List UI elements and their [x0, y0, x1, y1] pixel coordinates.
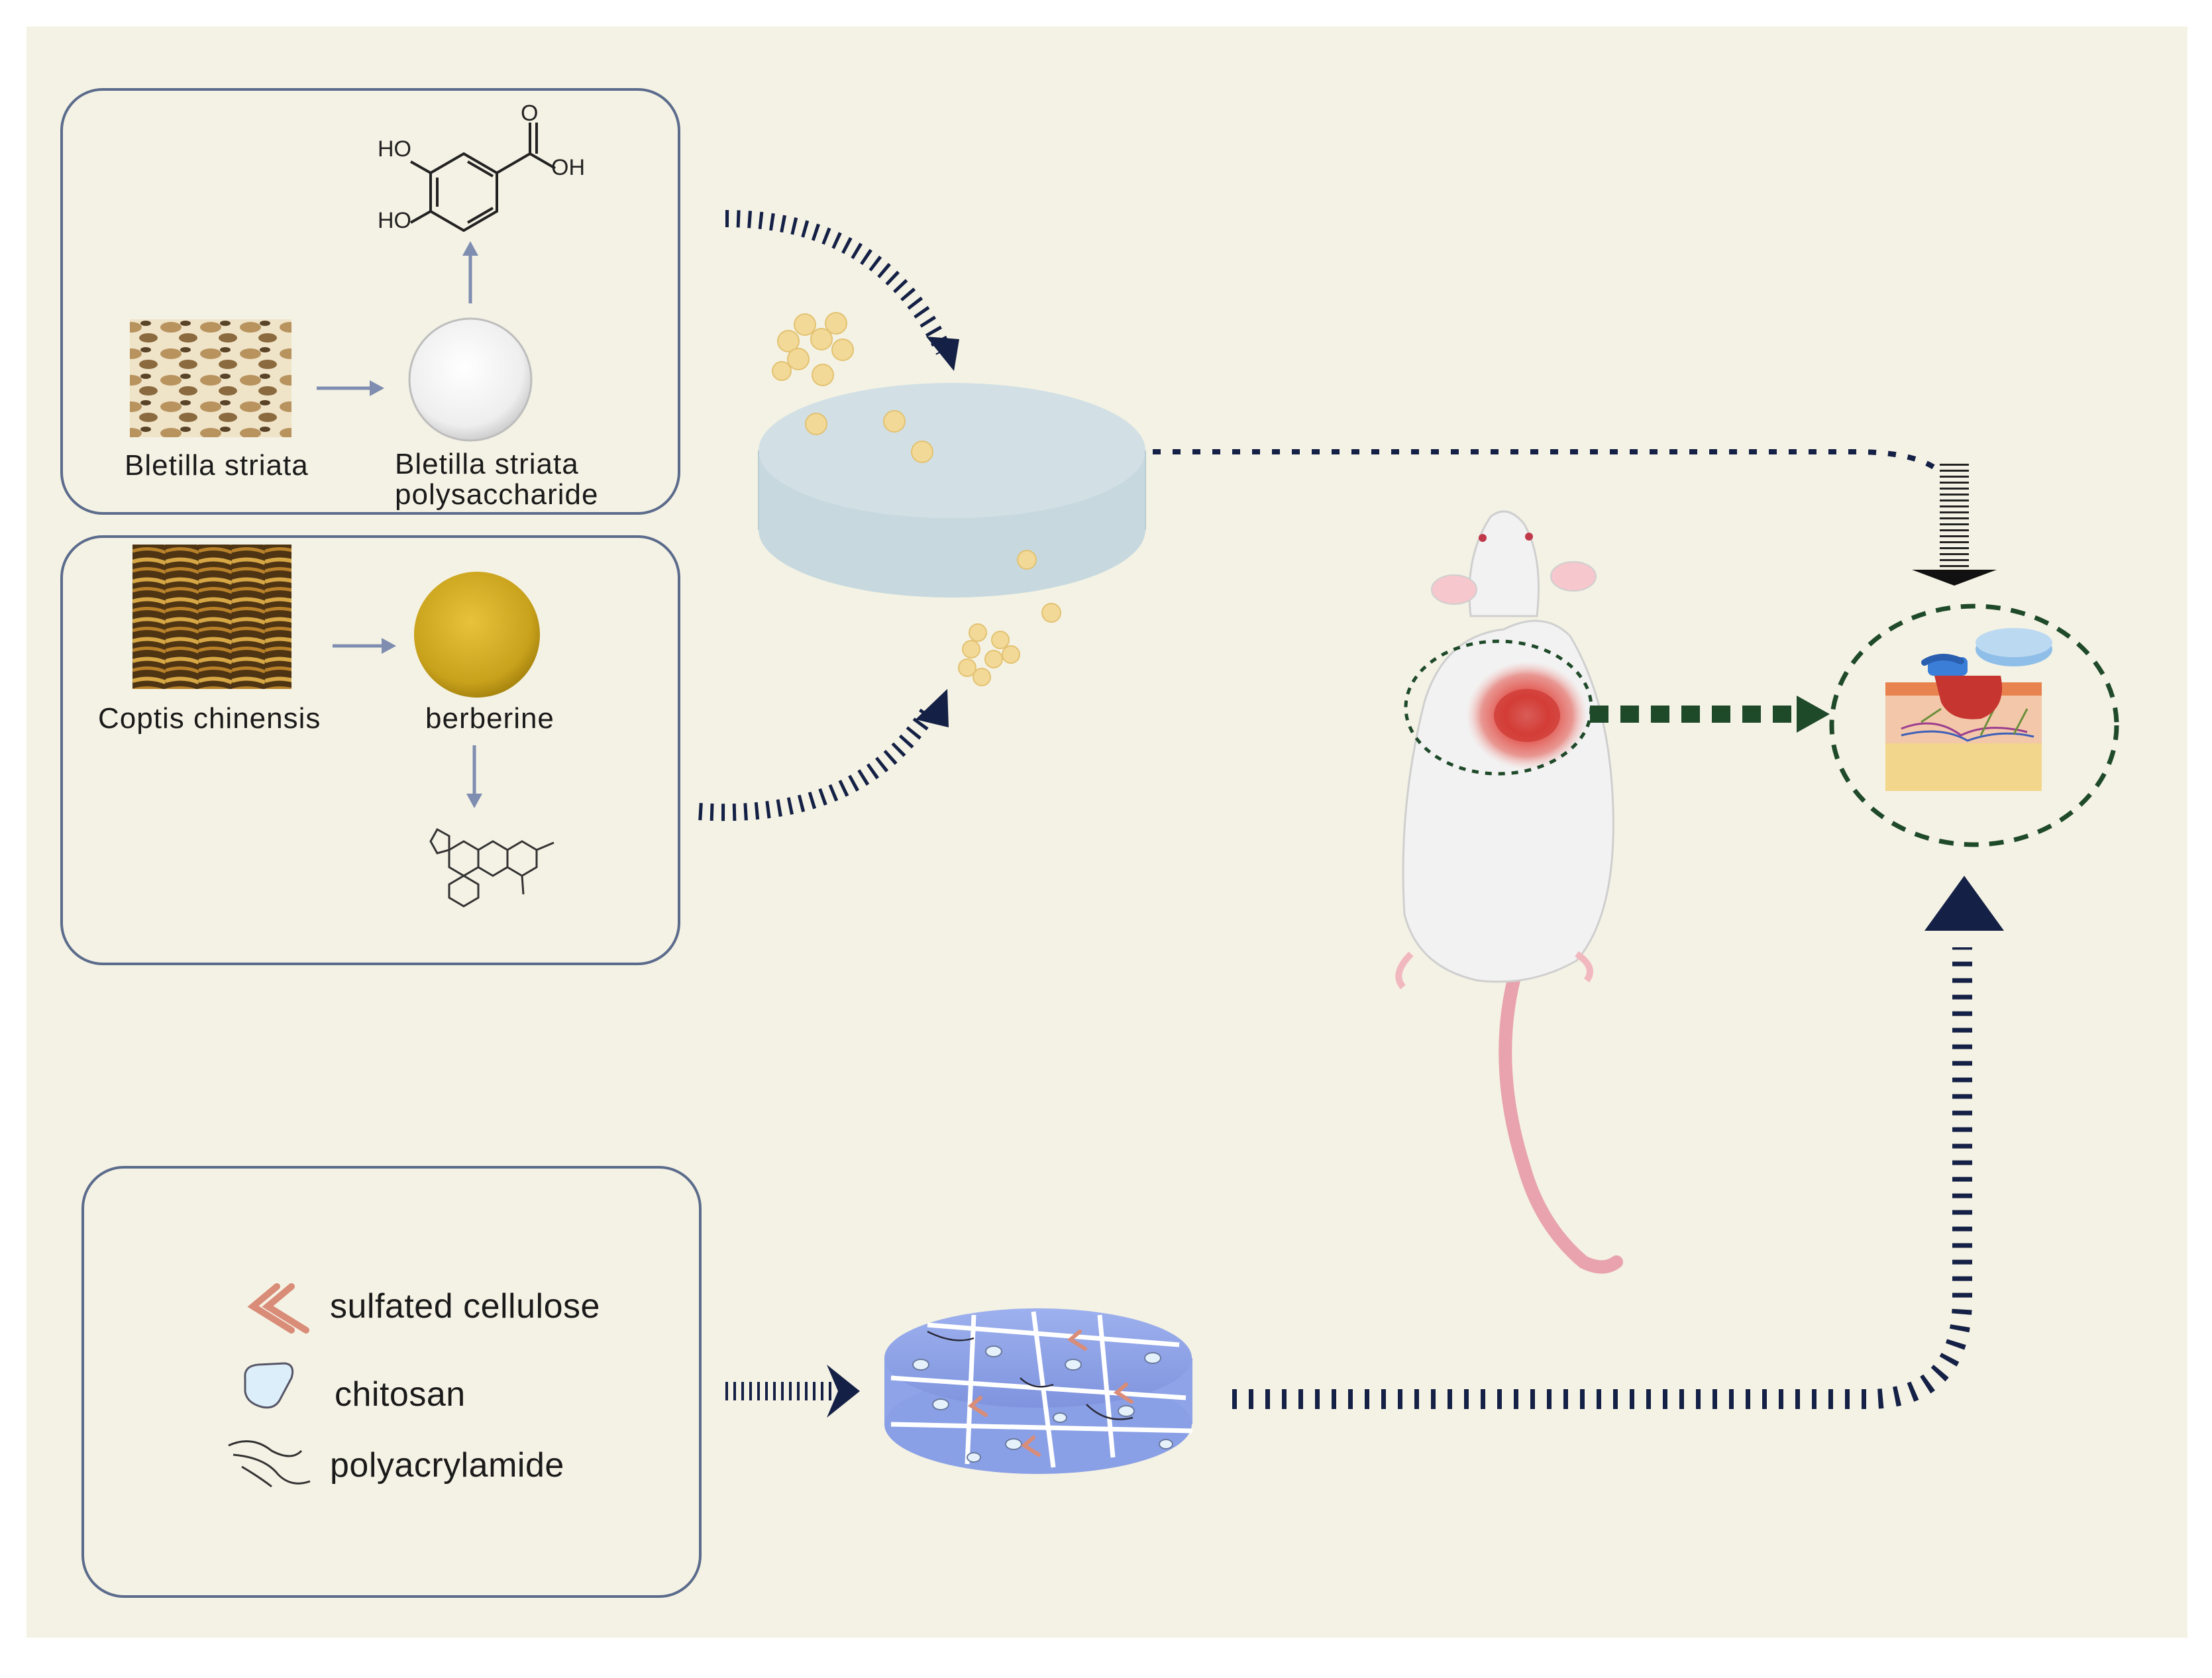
arrow-coptis-to-berberine [333, 638, 396, 654]
legend-sulfated-cellulose: sulfated cellulose [330, 1287, 600, 1326]
protocatechuic-acid-structure [410, 123, 556, 233]
polyacrylamide-icon [228, 1440, 311, 1488]
arrow-bletilla-to-bsp [317, 380, 384, 396]
berberine-powder-icon [414, 572, 540, 698]
hydrogel-disc [884, 1308, 1193, 1474]
arrow-hydrogel-to-skin [1232, 947, 1972, 1409]
berberine-structure [429, 827, 554, 908]
arrowhead-hydrogel-to-skin [1924, 876, 2004, 931]
sulfated-cellulose-icon [247, 1283, 309, 1334]
wound-core [1494, 689, 1560, 742]
beads-on-disc [805, 410, 1061, 623]
coptis-photo-icon [132, 545, 291, 689]
arrowhead-panel1-to-disc [926, 337, 959, 371]
drug-disc [758, 383, 1146, 598]
bletilla-photo-icon [130, 319, 291, 437]
panel-coptis [60, 535, 680, 965]
label-coptis-chinensis: Coptis chinensis [98, 702, 321, 735]
arrowhead-panel2-to-disc [916, 689, 949, 727]
label-berberine: berberine [425, 702, 554, 735]
panel-bletilla [60, 88, 680, 515]
legend-polyacrylamide: polyacrylamide [330, 1446, 564, 1485]
label-bletilla-striata: Bletilla striata [125, 449, 309, 482]
bead-cluster-top [772, 312, 854, 386]
chem-label-ho-1: HO [378, 136, 411, 162]
chitosan-icon [244, 1362, 294, 1409]
arrowhead-legend-to-hydrogel [827, 1365, 860, 1418]
arrow-panel1-to-disc [725, 210, 952, 355]
skin-cross-section-icon [1885, 628, 2052, 791]
label-bsp-line1: Bletilla striata [395, 448, 579, 480]
bsp-powder-icon [408, 317, 533, 442]
label-bsp-line2: polysaccharide [395, 478, 599, 511]
arrow-bsp-to-protocatechuic [462, 241, 478, 303]
arrowhead-to-skin-top [1912, 570, 1997, 586]
chem-label-ho-2: HO [378, 208, 411, 233]
bead-cluster-bottom [958, 623, 1020, 686]
arrow-berberine-to-structure [466, 745, 482, 808]
skin-highlight-circle [1829, 603, 2119, 847]
arrowhead-wound-to-skin [1797, 696, 1830, 733]
chem-label-oh: OH [551, 155, 585, 180]
legend-chitosan: chitosan [335, 1375, 466, 1414]
panel-legend [81, 1166, 702, 1598]
chem-label-o: O [521, 101, 538, 126]
